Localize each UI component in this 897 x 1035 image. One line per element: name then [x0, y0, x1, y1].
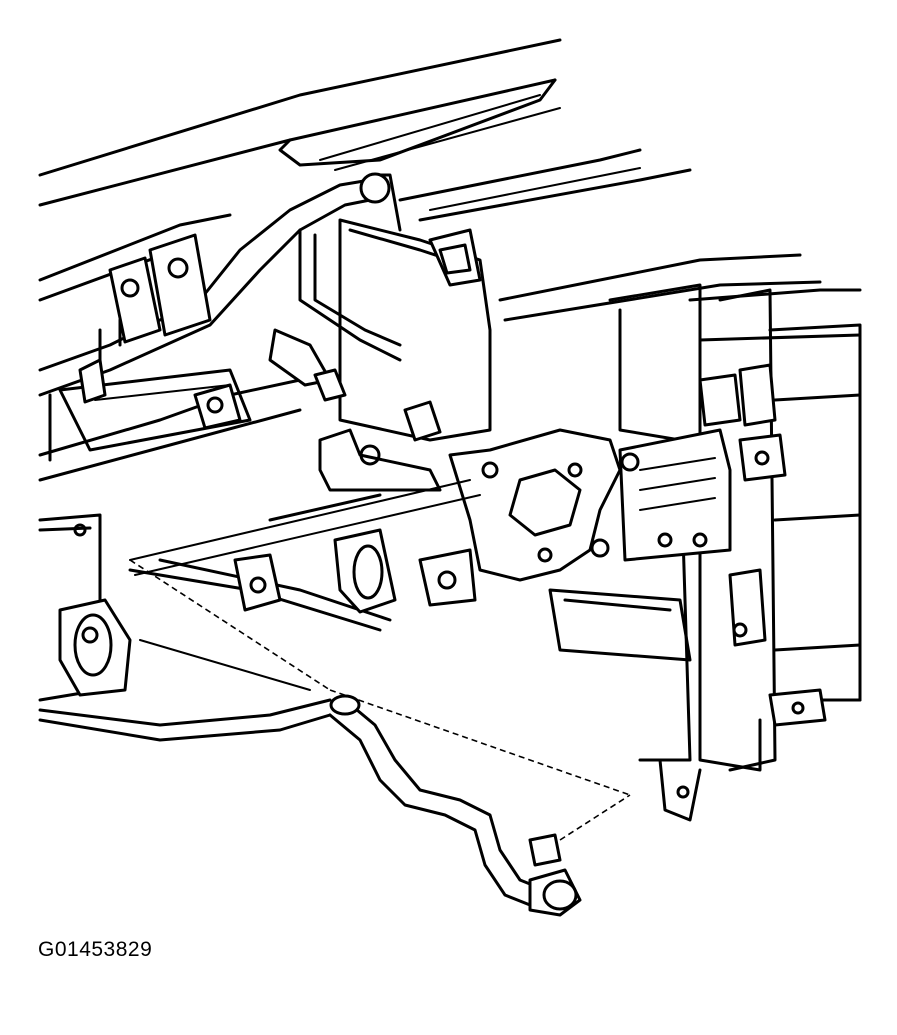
crossmember [129, 428, 622, 582]
figure-code-label: G01453829 [38, 938, 153, 961]
heater-pipe [328, 694, 582, 917]
assembly-guide-lines [129, 559, 631, 841]
lower-left-mount [38, 513, 477, 742]
right-bracket [548, 283, 862, 822]
left-frame-rail [38, 178, 372, 482]
radiator-support [268, 172, 492, 492]
